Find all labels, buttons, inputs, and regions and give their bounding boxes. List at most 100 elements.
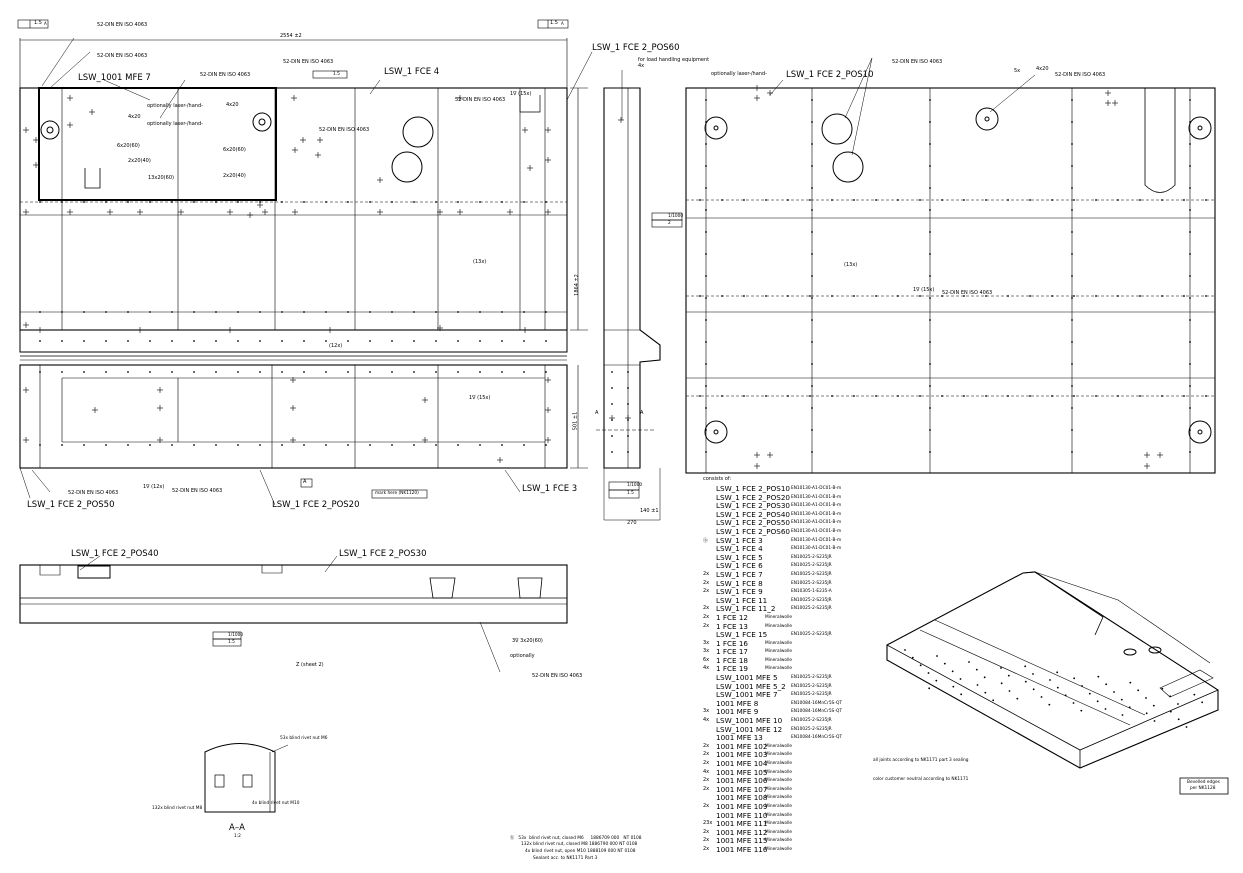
rivet-dot <box>39 311 41 313</box>
side-view <box>596 87 661 521</box>
rivet-dot <box>929 99 931 101</box>
rivet-dot <box>215 311 217 313</box>
weld-4x20-right: 4x20 <box>1036 66 1049 72</box>
rivet-dot <box>303 201 305 203</box>
hole-marks <box>23 85 1163 469</box>
rivet-dot <box>705 363 707 365</box>
hole-cross-mark <box>422 437 428 443</box>
weld-std-10: 52-DIN EN ISO 4063 <box>1055 72 1106 78</box>
weld-4x20-left: 4x20 <box>128 114 141 120</box>
rivet-dot <box>1064 694 1067 697</box>
rivet-dot <box>545 201 547 203</box>
bom-part-name: LSW_1 FCE 11 <box>716 595 768 605</box>
hole-cross-mark <box>33 137 39 143</box>
rivet-dot <box>1120 698 1123 701</box>
rivet-dot <box>875 395 877 397</box>
rivet-dot <box>968 661 970 663</box>
hole-cross-mark <box>67 209 73 215</box>
rivet-dot <box>897 199 899 201</box>
hole-cross-mark <box>1157 452 1163 458</box>
flatness-right-value: 1.5 <box>550 20 558 26</box>
weld-std-5: 52-DIN EN ISO 4063 <box>455 97 506 103</box>
rivet-dot <box>699 295 701 297</box>
rivet-dot <box>929 209 931 211</box>
rivet-note-2: 132x blind rivet nut, closed M8 1886790 … <box>521 842 638 847</box>
rivet-dot <box>699 199 701 201</box>
rivet-dot <box>1189 165 1191 167</box>
bom-qty: ⓑ <box>703 537 709 544</box>
bom-material: Mineralwolle <box>765 795 793 801</box>
rivet-dot <box>259 371 261 373</box>
rivet-dot <box>811 143 813 145</box>
rivet-dot <box>627 403 629 405</box>
rivet-dot <box>237 444 239 446</box>
hole-cross-mark <box>1105 90 1111 96</box>
rivet-dot <box>39 201 41 203</box>
rivet-dot <box>705 407 707 409</box>
hole-cross-mark <box>290 377 296 383</box>
rivet-dot <box>1071 451 1073 453</box>
hole-cross-mark <box>545 407 551 413</box>
hole-cross-mark <box>23 209 29 215</box>
hole-cross-mark <box>754 85 760 91</box>
rivet-dot <box>811 429 813 431</box>
bom-material: Mineralwolle <box>765 614 793 620</box>
bom-part-name: LSW_1 FCE 5 <box>716 552 763 562</box>
bom-qty: 6x <box>703 656 710 663</box>
rivet-dot <box>237 371 239 373</box>
rivet-dot <box>523 201 525 203</box>
rivet-dot <box>919 295 921 297</box>
rivet-dot <box>951 670 954 673</box>
hole-cross-mark <box>292 209 298 215</box>
bom-part-name: LSW_1 FCE 11_2 <box>716 604 776 614</box>
rivet-note-1: ⓑ 53x blind rivet nut, closed M6 1886709… <box>510 836 642 841</box>
bom-material: EN10130-A1-DC01-B-m <box>791 528 842 534</box>
rivet-dot <box>149 371 151 373</box>
rivet-dot <box>1183 295 1185 297</box>
bom-part-name: LSW_1 FCE 2_POS60 <box>716 526 790 536</box>
bom-material: EN10130-A1-DC01-B-m <box>791 537 842 543</box>
rivet-dot <box>193 444 195 446</box>
bom-part-name: 1001 MFE 108 <box>716 793 768 803</box>
weld-std-8: 52-DIN EN ISO 4063 <box>172 488 223 494</box>
rivet-dot <box>1189 429 1191 431</box>
rivet-dot <box>705 99 707 101</box>
bom-material: EN10025-2-S235JR <box>791 632 832 638</box>
rivet-dot <box>303 311 305 313</box>
rivet-dot <box>545 371 547 373</box>
hole-cross-mark <box>1105 100 1111 106</box>
rivet-dot <box>1095 295 1097 297</box>
bom-part-name: 1001 MFE 112 <box>716 827 768 837</box>
bom-material: Mineralwolle <box>765 838 793 844</box>
rivet-dot <box>347 201 349 203</box>
rivet-dot <box>929 297 931 299</box>
rivet-dot <box>919 664 922 667</box>
rivet-dot <box>705 385 707 387</box>
rivet-dot <box>811 165 813 167</box>
flatness-mid: 1.5 <box>333 72 340 77</box>
rivet-dot <box>281 340 283 342</box>
rivet-dot <box>149 444 151 446</box>
weld-13x-right: (13x) <box>844 262 858 268</box>
rivet-dot <box>811 121 813 123</box>
flatness-elev-1: 1/1000 <box>228 633 244 638</box>
hole-cross-mark <box>67 95 73 101</box>
rivet-dot <box>347 444 349 446</box>
rivet-dot <box>1073 295 1075 297</box>
rivet-dot <box>705 451 707 453</box>
bom-part-name: 1001 MFE 9 <box>716 707 759 717</box>
weld-std-3: 52-DIN EN ISO 4063 <box>200 72 251 78</box>
rivet-dot <box>413 340 415 342</box>
section-arrow-right: A <box>640 410 644 416</box>
bom-material: EN10084-16MnCr5S-QT <box>791 735 842 741</box>
rivet-dot <box>523 340 525 342</box>
